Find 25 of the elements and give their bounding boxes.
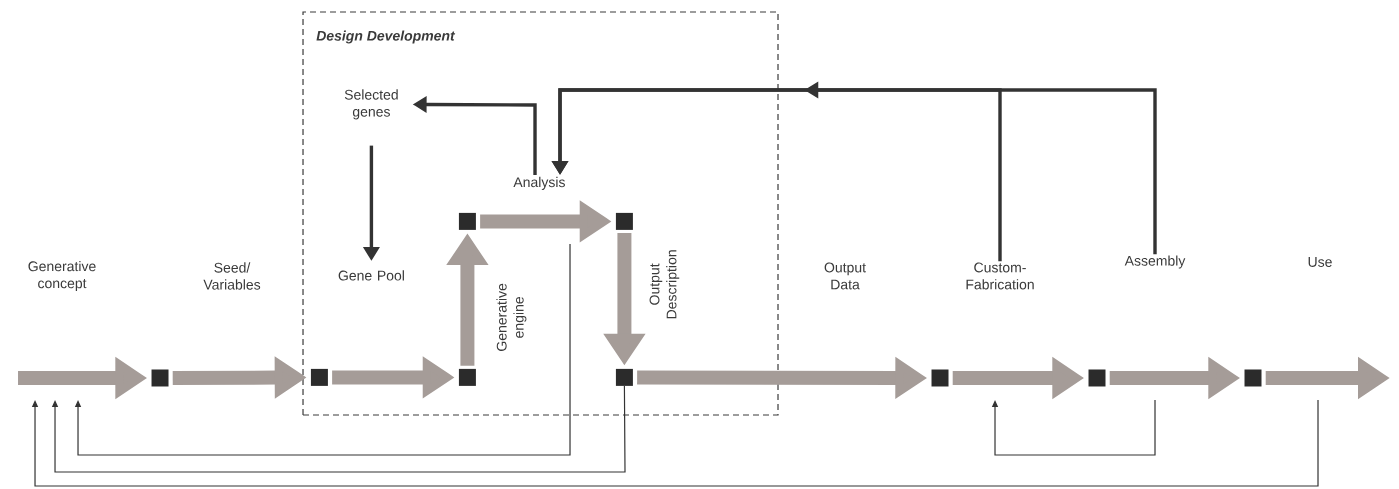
stage-label: Seed/ Variables [203,262,261,290]
stage-marker [458,212,476,230]
stage-marker [1088,369,1106,387]
stage-marker [615,212,633,230]
stage-label: Generative engine [496,283,527,351]
stage-marker [151,369,169,387]
stage-label: Analysis [513,176,565,190]
stage-marker [310,368,328,386]
stage-label: Selected genes [344,89,398,120]
stage-label: Use [1308,257,1332,267]
stage-label: Custom-Fabrication [966,262,1034,290]
stage-marker [1244,369,1262,387]
feedback-line [991,399,1156,456]
stage-marker [458,368,476,386]
stage-marker [931,369,949,387]
feedback-line [51,385,626,473]
stage-label: Assembly [1124,255,1186,269]
stage-label: Generative concept [28,260,96,291]
stage-label: Output Description [649,250,680,319]
stage-marker [615,368,633,386]
stage-label: Gene Pool [338,270,404,281]
feedback-line [31,399,1319,487]
group-heading: Design Development [316,30,456,44]
stage-label: Output Data [824,262,866,290]
feedback-line [74,243,571,456]
